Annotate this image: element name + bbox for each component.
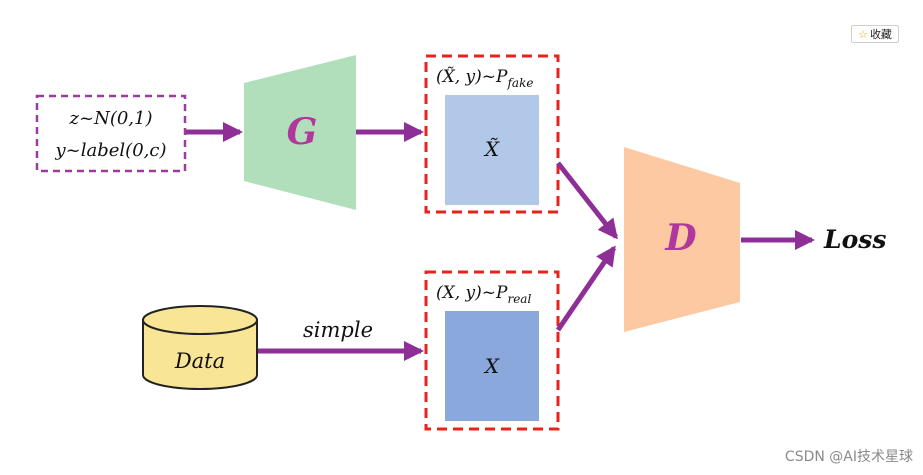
fake-sample: [445, 95, 539, 205]
arrow-real-to-discriminator: [555, 245, 617, 332]
real-sample: [445, 311, 539, 421]
real-sample-label: X: [483, 354, 500, 378]
data-label: Data: [174, 349, 225, 373]
input-box: z~N(0,1) y~label(0,c): [35, 94, 187, 173]
arrow-fake-to-discriminator: [556, 161, 618, 240]
real-pair-box: (X, y)~Preal X: [424, 270, 560, 431]
input-line-noise: z~N(0,1): [69, 108, 153, 129]
discriminator: D: [624, 147, 740, 332]
star-icon: ☆: [858, 27, 868, 41]
discriminator-label: D: [664, 217, 696, 259]
fake-pair-box: (X̃, y)~Pfake X̃: [424, 54, 560, 214]
generator-label: G: [287, 111, 318, 153]
watermark: CSDN @AI技术星球: [784, 449, 913, 465]
input-line-label: y~label(0,c): [55, 140, 167, 161]
edge-label-simple: simple: [303, 318, 373, 342]
fake-sample-label: X̃: [483, 137, 500, 161]
loss-label: Loss: [823, 225, 886, 254]
bookmark-button[interactable]: ☆ 收藏: [851, 25, 899, 43]
generator: G: [244, 55, 356, 210]
fake-pair-label: (X̃, y)~Pfake: [436, 67, 533, 90]
real-pair-label: (X, y)~Preal: [436, 283, 531, 306]
data-cylinder: Data: [142, 305, 258, 390]
bookmark-label: 收藏: [869, 28, 892, 41]
